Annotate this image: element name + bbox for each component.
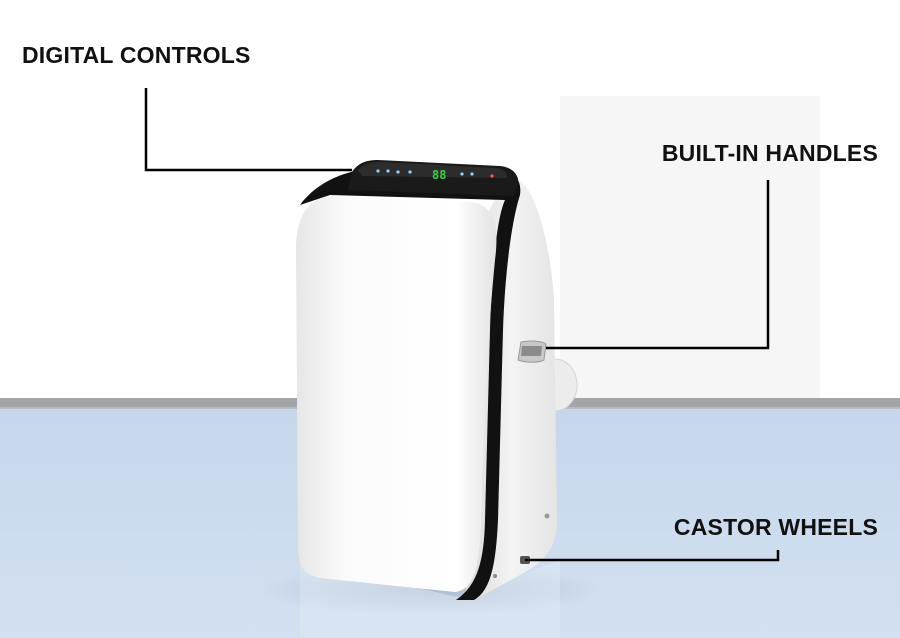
leader-line-controls <box>144 88 352 172</box>
callout-digital-controls: DIGITAL CONTROLS <box>22 42 251 68</box>
leader-line-wheels <box>525 550 780 562</box>
control-indicator-icon <box>470 172 474 176</box>
control-panel: 88 <box>376 168 494 182</box>
control-indicator-icon <box>460 172 464 176</box>
front-panel <box>296 196 497 592</box>
power-indicator-icon <box>490 174 494 178</box>
wall-shade <box>560 96 820 400</box>
leader-line-handles <box>546 180 770 350</box>
top-console-glass <box>358 162 508 178</box>
handle-grip <box>521 346 542 356</box>
side-screw-icon <box>493 574 497 578</box>
callout-castor-wheels: CASTOR WHEELS <box>673 514 878 540</box>
control-indicator-icon <box>408 170 412 174</box>
control-indicator-icon <box>386 169 390 173</box>
callout-built-in-handles: BUILT-IN HANDLES <box>661 140 878 166</box>
control-indicator-icon <box>376 169 380 173</box>
control-indicator-icon <box>396 170 400 174</box>
side-screw-icon <box>544 513 550 519</box>
digital-readout: 88 <box>432 168 446 182</box>
